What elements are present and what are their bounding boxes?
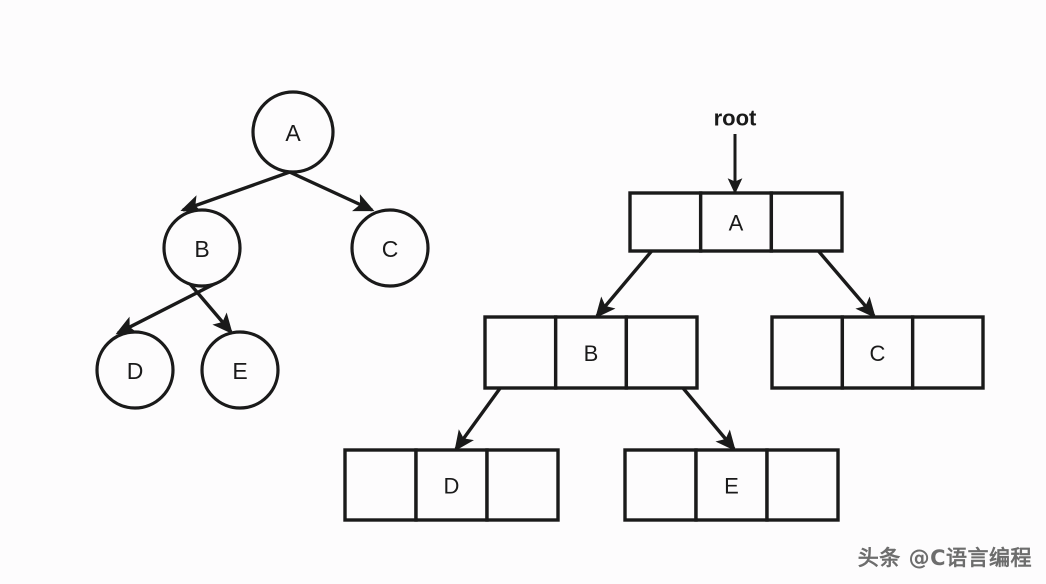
- root-pointer-label: root: [714, 106, 757, 131]
- linked-node-c-left-pointer-cell: [770, 315, 845, 390]
- tree-edge-b-e: [183, 276, 233, 335]
- linked-node-b-label: B: [584, 341, 599, 366]
- linked-node-e-label: E: [724, 474, 739, 499]
- tree-node-d-label: D: [127, 358, 144, 384]
- linked-node-b-data-cell: [553, 315, 629, 390]
- linked-node-c[interactable]: C: [770, 315, 985, 390]
- linked-node-b-left-pointer-cell: [483, 315, 558, 390]
- tree-node-e-circle: [200, 330, 280, 410]
- tree-node-b-circle: [162, 208, 242, 288]
- tree-node-a-label: A: [285, 120, 301, 146]
- tree-edges: [115, 160, 375, 335]
- linked-node-e-right-pointer-cell: [765, 448, 840, 522]
- linked-node-a[interactable]: A: [628, 191, 844, 253]
- linked-node-a-data-cell: [698, 191, 774, 253]
- tree-node-d[interactable]: D: [95, 330, 175, 410]
- tree-node-e-label: E: [232, 358, 247, 384]
- linked-node-a-label: A: [729, 211, 744, 236]
- linked-node-b[interactable]: B: [483, 315, 699, 390]
- watermark: 头条 @C语言编程: [857, 546, 1032, 570]
- linked-node-e[interactable]: E: [623, 448, 840, 522]
- tree-node-a[interactable]: A: [251, 90, 335, 174]
- linked-node-e-left-pointer-cell: [623, 448, 698, 522]
- root-pointer: root: [714, 106, 757, 195]
- linked-node-b-right-pointer-cell: [624, 315, 699, 390]
- tree-node-a-circle: [251, 90, 335, 174]
- linked-node-a-left-pointer-cell: [628, 191, 703, 253]
- tree-edge-b-d: [115, 276, 227, 335]
- linked-node-d-label: D: [444, 474, 460, 499]
- linked-node-a-right-pointer-cell: [769, 191, 844, 253]
- tree-node-c-circle: [350, 208, 430, 288]
- linked-node-d-data-cell: [414, 448, 489, 522]
- linked-node-c-label: C: [870, 341, 886, 366]
- linked-node-d[interactable]: D: [343, 448, 560, 522]
- linked-node-diagram: root A B: [343, 106, 985, 522]
- tree-node-c[interactable]: C: [350, 208, 430, 288]
- linked-node-c-right-pointer-cell: [910, 315, 985, 390]
- tree-node-c-label: C: [382, 236, 399, 262]
- linked-node-c-data-cell: [840, 315, 915, 390]
- binary-tree-diagram: A B C D E: [95, 90, 430, 410]
- linked-node-d-right-pointer-cell: [485, 448, 560, 522]
- tree-node-e[interactable]: E: [200, 330, 280, 410]
- tree-node-b[interactable]: B: [162, 208, 242, 288]
- tree-node-b-label: B: [194, 236, 209, 262]
- tree-node-d-circle: [95, 330, 175, 410]
- linked-node-d-left-pointer-cell: [343, 448, 418, 522]
